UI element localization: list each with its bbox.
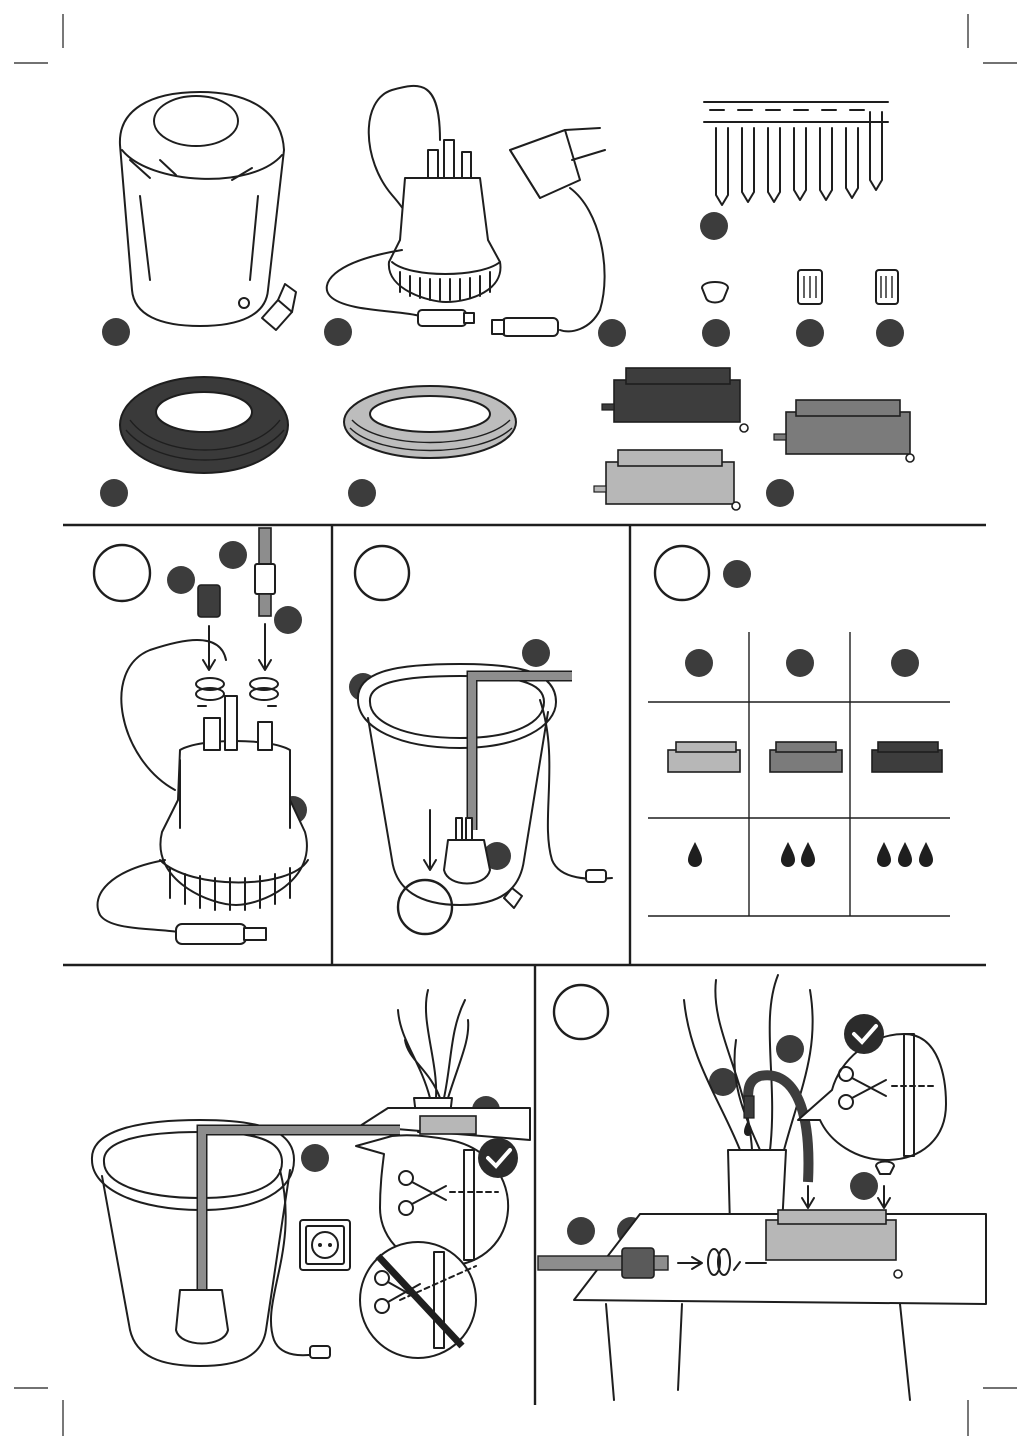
badge-grey-hose — [348, 479, 376, 507]
distributor-mid — [774, 400, 914, 462]
drop-icon — [781, 842, 795, 867]
drop-icon — [877, 842, 891, 867]
check-icon[interactable] — [844, 1014, 884, 1054]
step-ring-2 — [355, 546, 409, 600]
parts-overview — [100, 86, 914, 510]
part-small-fittings — [702, 270, 898, 304]
step-ring-1 — [94, 545, 150, 601]
badge-stakes — [700, 212, 728, 240]
badge-connector-a — [796, 319, 824, 347]
badge-black-hose — [100, 479, 128, 507]
part-power-adapter — [492, 128, 605, 336]
step-ring-3 — [655, 546, 709, 600]
badge-adapter — [598, 319, 626, 347]
cut-ok-callout-2 — [798, 1014, 946, 1160]
cut-wrong-callout — [360, 1242, 476, 1358]
step-route-hose-and-cut — [92, 990, 530, 1366]
part-reservoir — [120, 92, 296, 330]
screw-arrow-icon — [196, 678, 224, 706]
check-icon[interactable] — [478, 1138, 518, 1178]
badge-distributors — [766, 479, 794, 507]
distributor-light — [594, 450, 740, 510]
socket-icon — [300, 1220, 350, 1270]
drop-icon — [919, 842, 933, 867]
drop-icon — [801, 842, 815, 867]
drop-icon — [898, 842, 912, 867]
step-place-pump — [349, 546, 612, 934]
part-distributors — [594, 368, 914, 510]
screw-arrow-icon — [250, 678, 278, 706]
badge-end-cap — [702, 319, 730, 347]
drop-icon — [688, 842, 702, 867]
step-attach-connectors — [94, 528, 308, 944]
step-connect-distributor — [538, 975, 986, 1400]
part-ground-stakes — [704, 102, 888, 205]
part-grey-hose — [344, 386, 516, 458]
badge-pump — [324, 318, 352, 346]
badge-connector-b — [876, 319, 904, 347]
step-choose-distributor — [648, 546, 950, 916]
distributor-dark — [602, 368, 748, 432]
part-black-hose — [120, 377, 288, 473]
part-pump — [327, 86, 501, 326]
badge-reservoir — [102, 318, 130, 346]
flow-table — [648, 632, 950, 916]
step-ring-5 — [554, 985, 608, 1039]
